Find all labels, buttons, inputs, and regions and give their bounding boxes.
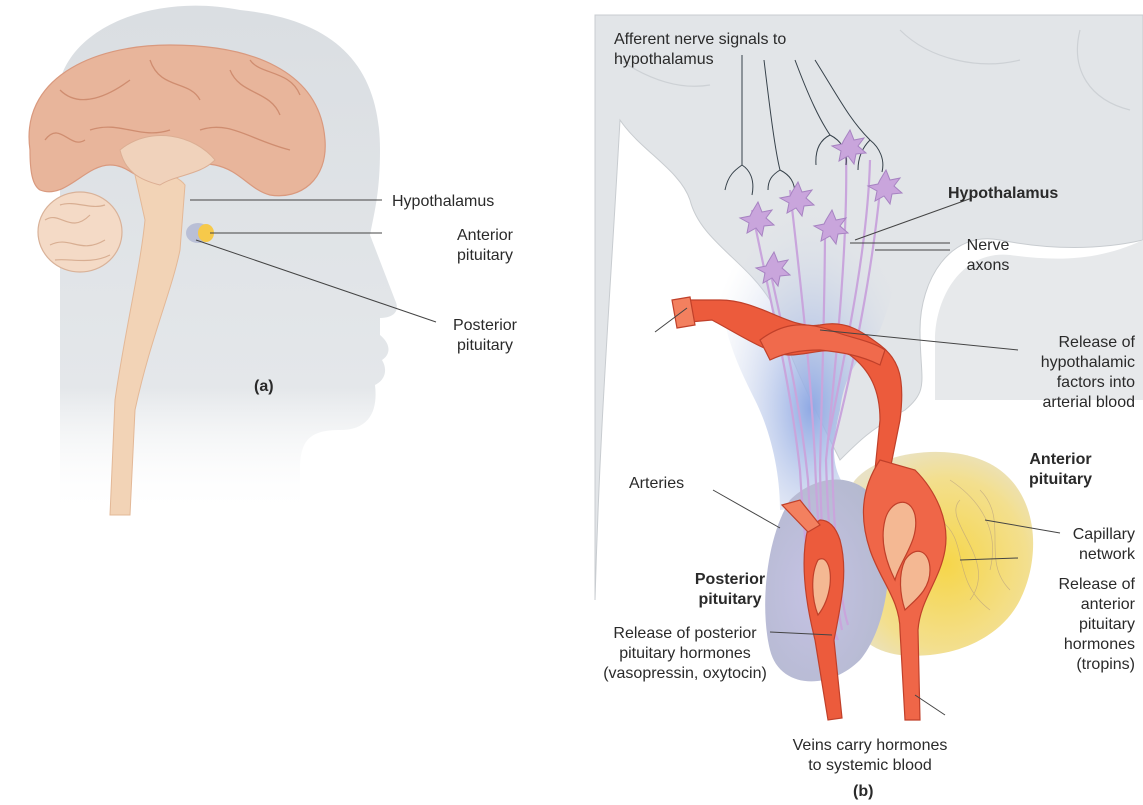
label-release-anterior: Release of anterior pituitary hormones (… [1030,575,1135,675]
label-release-posterior-line3: (vasopressin, oxytocin) [590,664,780,684]
label-afferent-line1: Afferent nerve signals to [614,30,786,50]
label-posterior-pituitary-a-line2: pituitary [440,336,530,356]
label-afferent: Afferent nerve signals to hypothalamus [614,30,786,70]
label-release-anterior-line2: anterior [1030,595,1135,615]
label-release-anterior-line5: (tropins) [1030,655,1135,675]
label-release-hypothalamic-line2: hypothalamic [1010,353,1135,373]
label-anterior-pituitary-b-line1: Anterior [1008,450,1113,470]
label-anterior-pituitary-b: Anterior pituitary [1008,450,1113,490]
cerebellum [38,192,122,272]
label-capillary-network: Capillary network [1030,525,1135,565]
label-posterior-pituitary-b-line2: pituitary [680,590,780,610]
label-veins: Veins carry hormones to systemic blood [780,736,960,776]
label-release-posterior-line2: pituitary hormones [590,644,780,664]
label-release-hypothalamic-line4: arterial blood [1010,393,1135,413]
label-hypothalamus-a: Hypothalamus [392,192,494,212]
label-nerve-axons-line1: Nerve [958,236,1018,256]
label-nerve-axons-line2: axons [958,256,1018,276]
label-posterior-pituitary-b-line1: Posterior [680,570,780,590]
label-release-anterior-line4: hormones [1030,635,1135,655]
label-hypothalamus-b: Hypothalamus [948,184,1058,204]
label-release-posterior-line1: Release of posterior [590,624,780,644]
label-capillary-network-line1: Capillary [1030,525,1135,545]
label-anterior-pituitary-b-line2: pituitary [1008,470,1113,490]
caption-b: (b) [853,782,873,802]
pituitary-a [186,223,214,243]
label-arteries: Arteries [629,474,684,494]
label-afferent-line2: hypothalamus [614,50,786,70]
label-veins-line1: Veins carry hormones [780,736,960,756]
label-anterior-pituitary-a: Anterior pituitary [440,226,530,266]
label-release-hypothalamic-line1: Release of [1010,333,1135,353]
label-capillary-network-line2: network [1030,545,1135,565]
label-release-anterior-line3: pituitary [1030,615,1135,635]
label-posterior-pituitary-a: Posterior pituitary [440,316,530,356]
label-release-hypothalamic: Release of hypothalamic factors into art… [1010,333,1135,413]
label-posterior-pituitary-b: Posterior pituitary [680,570,780,610]
label-release-hypothalamic-line3: factors into [1010,373,1135,393]
caption-a: (a) [254,377,274,397]
label-release-posterior: Release of posterior pituitary hormones … [590,624,780,684]
label-release-anterior-line1: Release of [1030,575,1135,595]
label-anterior-pituitary-a-line1: Anterior [440,226,530,246]
label-veins-line2: to systemic blood [780,756,960,776]
label-anterior-pituitary-a-line2: pituitary [440,246,530,266]
label-posterior-pituitary-a-line1: Posterior [440,316,530,336]
label-nerve-axons: Nerve axons [958,236,1018,276]
